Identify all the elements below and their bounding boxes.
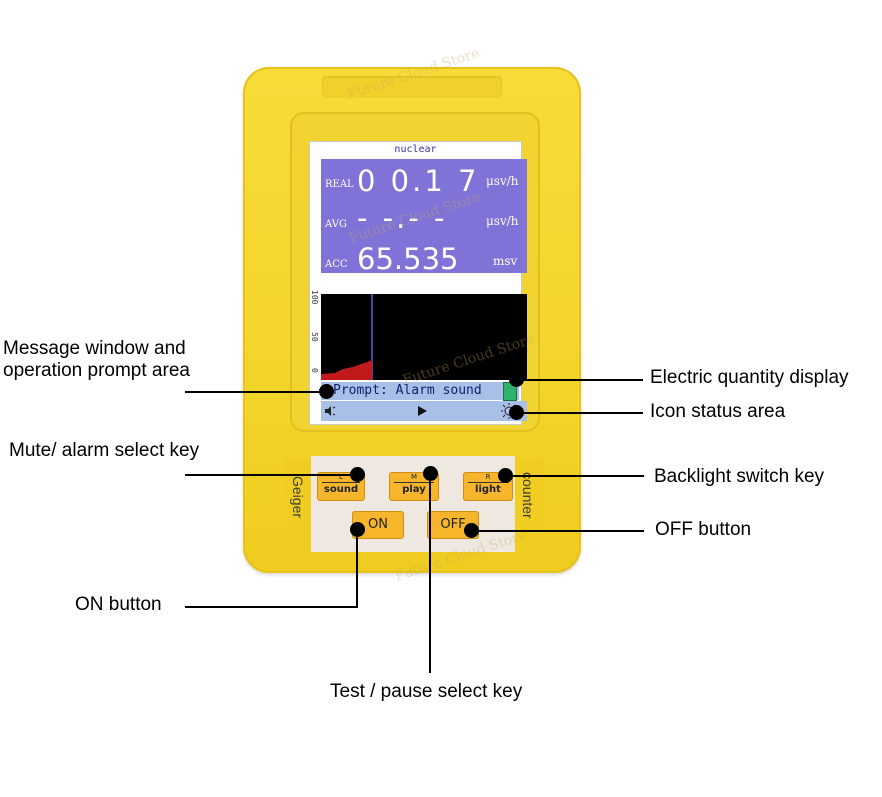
graph-scale: 100 50 0 — [310, 290, 321, 380]
icon-status-bar — [321, 401, 527, 421]
lead-electric-quantity — [516, 379, 643, 381]
keypad-right-panel: counter — [514, 458, 544, 550]
speaker-icon — [325, 406, 336, 416]
device-top-recess — [322, 76, 502, 98]
dot-mute-key — [350, 467, 365, 482]
sound-key-label: sound — [323, 484, 359, 495]
lead-off-button — [471, 530, 644, 532]
lead-icon-status — [516, 412, 643, 414]
scale-tick-100: 100 — [310, 290, 319, 305]
acc-unit: msv — [493, 254, 518, 268]
dot-message-window — [319, 384, 334, 399]
lead-on-button-vertical — [356, 530, 358, 607]
callout-off-button: OFF button — [655, 519, 752, 540]
avg-value: - -.- - — [357, 201, 448, 235]
acc-label: ACC — [325, 259, 348, 270]
lead-test-pause — [429, 473, 431, 673]
dot-on-button — [350, 522, 365, 537]
keypad-left-panel: Geiger — [285, 458, 313, 550]
lead-mute-key — [185, 474, 357, 476]
play-key-top: M — [410, 473, 418, 481]
scale-tick-0: 0 — [310, 368, 319, 373]
callout-electric-quantity: Electric quantity display — [650, 367, 849, 388]
geiger-label: Geiger — [290, 476, 306, 519]
readings-panel: REAL 0 0.1 7 μsv/h AVG - -.- - μsv/h ACC… — [321, 159, 527, 276]
prompt-text: Prompt: Alarm sound — [333, 383, 482, 398]
sound-key-top: L — [339, 473, 343, 481]
real-label: REAL — [325, 179, 354, 190]
lcd-screen: nuclear REAL 0 0.1 7 μsv/h AVG - -.- - μ… — [309, 141, 527, 425]
light-key-label: light — [475, 484, 501, 495]
lead-backlight-key — [505, 475, 644, 477]
lead-message-window — [185, 391, 326, 393]
scale-tick-50: 50 — [310, 332, 319, 342]
acc-value: 65.535 — [357, 242, 459, 276]
play-icon — [418, 406, 427, 416]
keypad — [311, 456, 515, 552]
callout-backlight-key: Backlight switch key — [654, 466, 825, 487]
avg-unit: μsv/h — [486, 214, 519, 228]
dose-history-graph — [321, 294, 527, 380]
graph-svg — [321, 294, 373, 380]
light-key-top: R — [485, 473, 491, 481]
real-unit: μsv/h — [486, 174, 519, 188]
callout-message-window: Message window and operation prompt area — [3, 338, 190, 381]
real-value: 0 0.1 7 — [357, 164, 480, 198]
callout-mute-key: Mute/ alarm select key — [9, 440, 200, 461]
callout-icon-status: Icon status area — [650, 401, 786, 422]
counter-label: counter — [520, 472, 536, 519]
prompt-message-bar: Prompt: Alarm sound — [321, 382, 519, 400]
callout-test-pause: Test / pause select key — [330, 681, 523, 702]
graph-bars — [321, 360, 372, 380]
avg-label: AVG — [325, 219, 347, 230]
lead-on-button — [185, 606, 358, 608]
play-key-label: play — [402, 484, 426, 495]
screen-title: nuclear — [394, 144, 437, 155]
callout-on-button: ON button — [75, 594, 162, 615]
